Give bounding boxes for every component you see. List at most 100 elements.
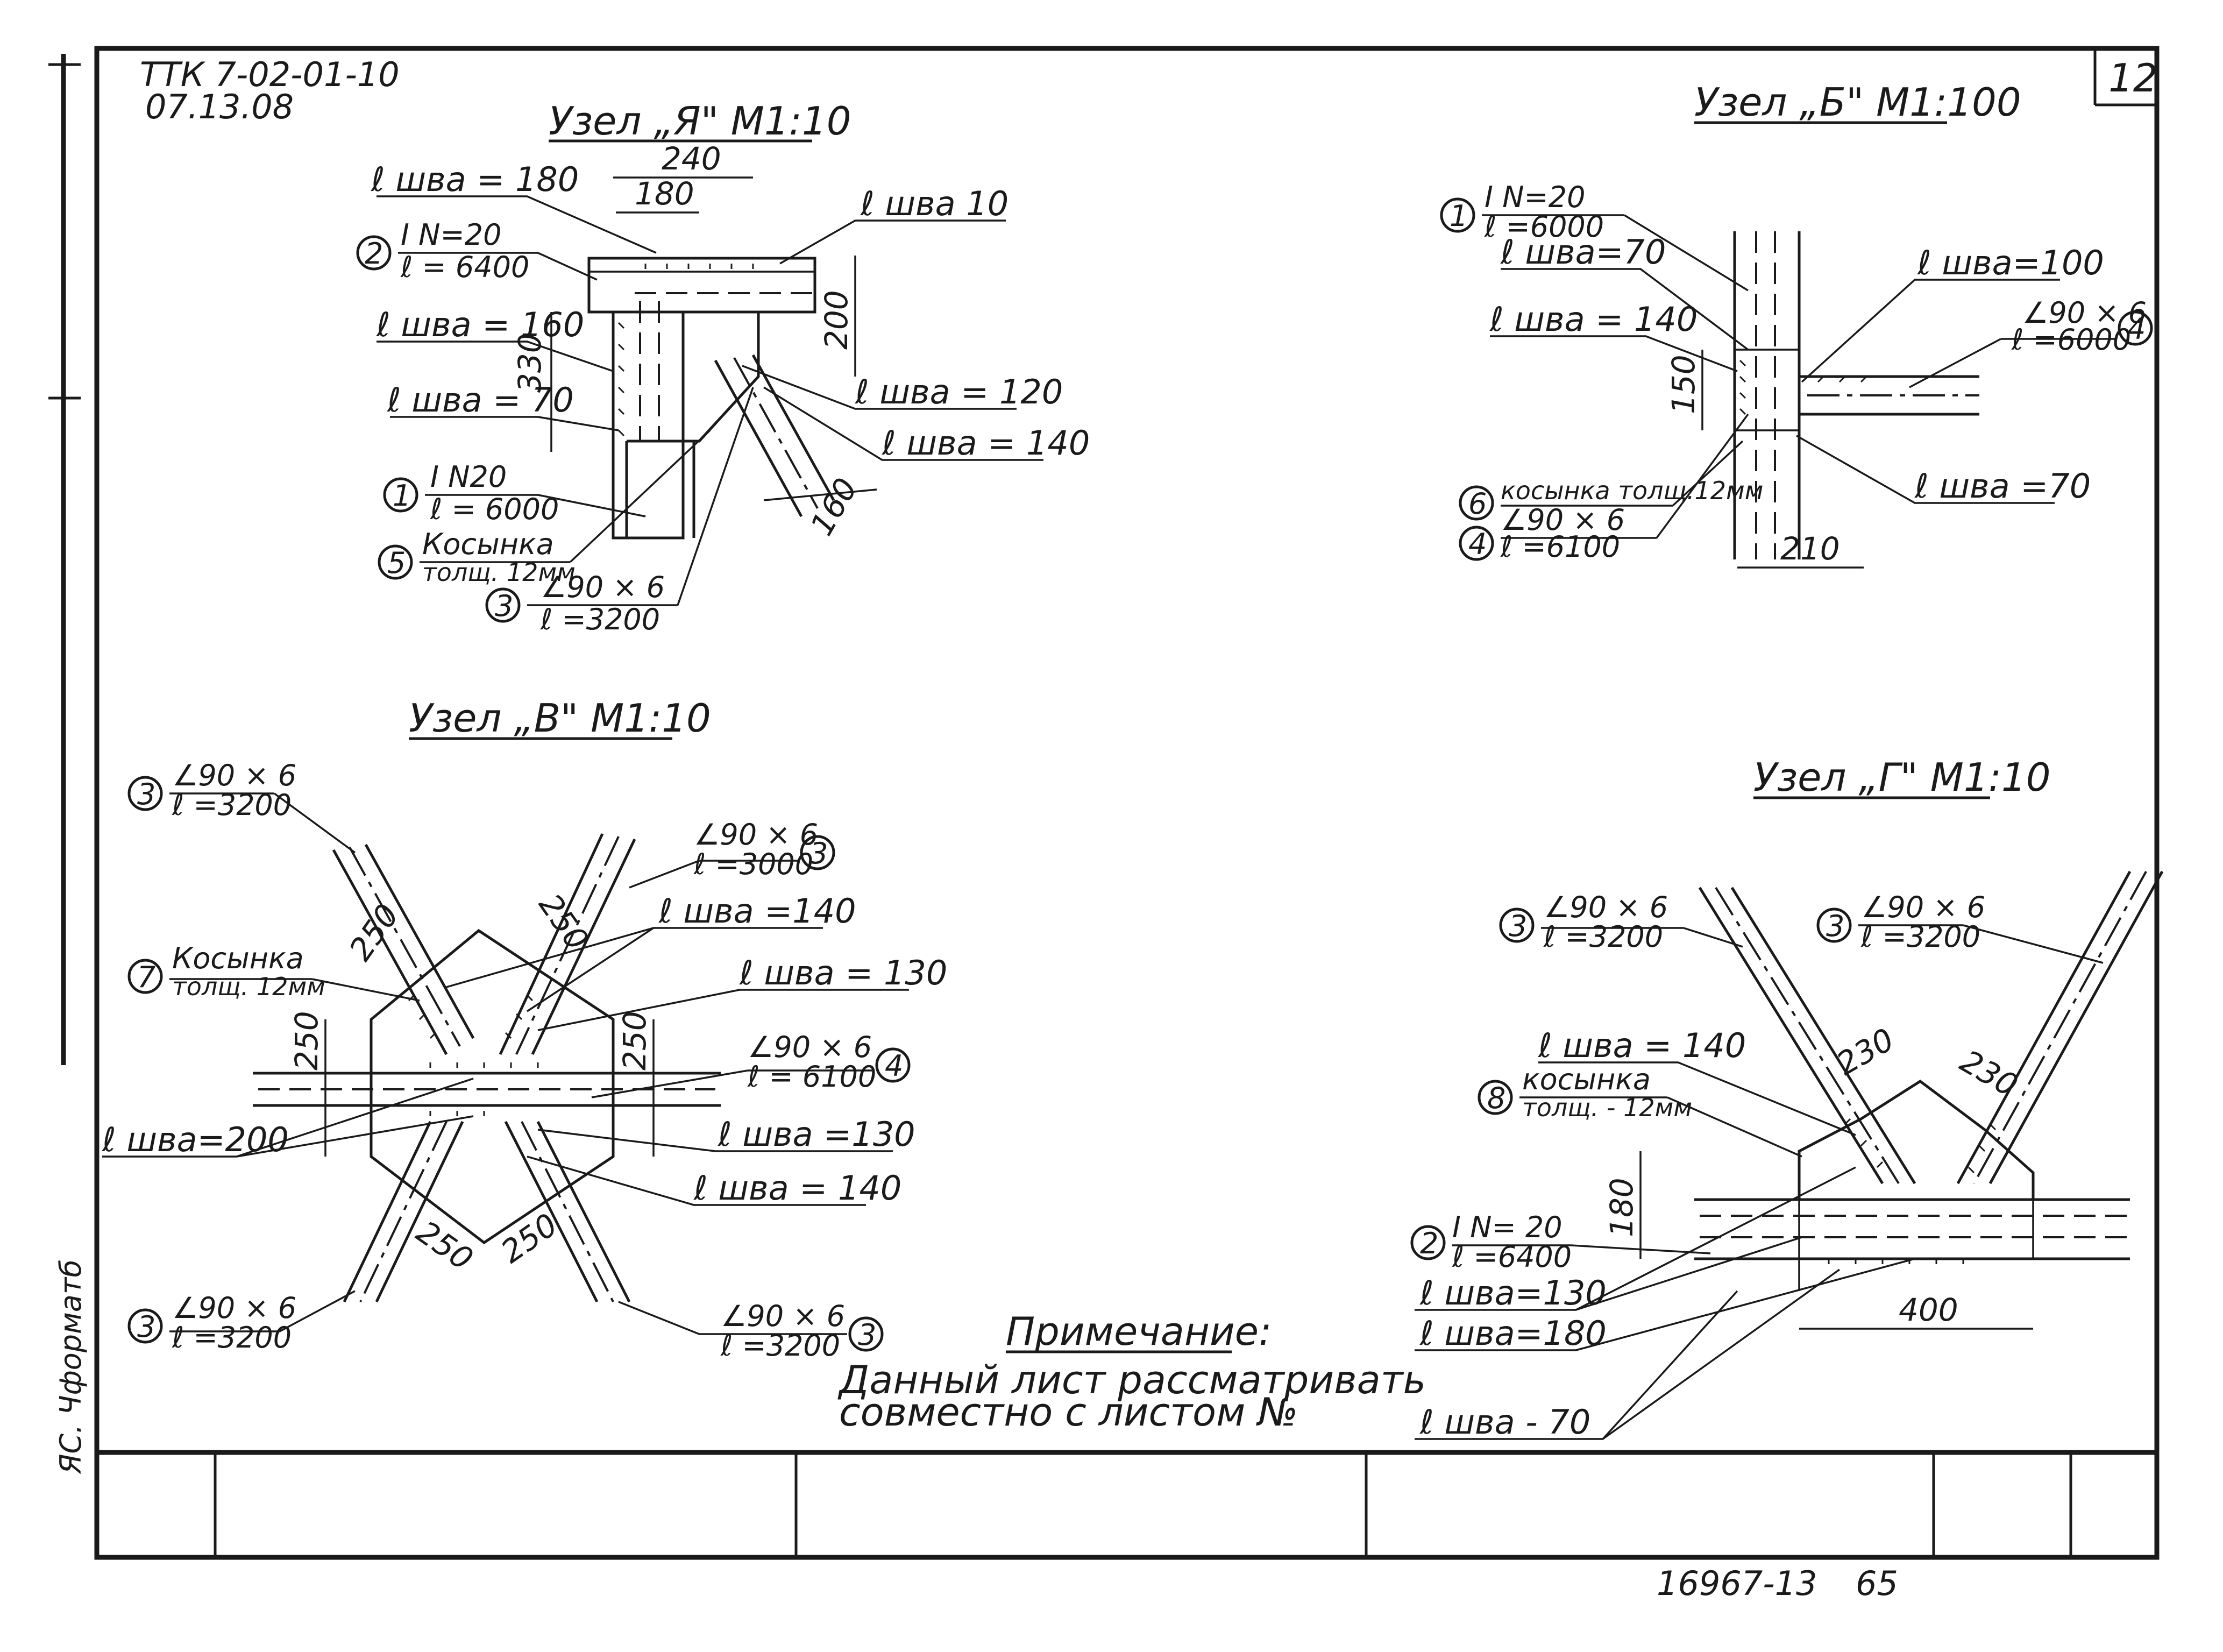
node-a-dim-180: 180	[635, 175, 694, 212]
node-g-pos3b-bot: ℓ =3200	[1860, 920, 1980, 954]
node-b-pos4b-marker	[1459, 526, 1494, 561]
node-g-dim-180: 180	[1603, 1178, 1640, 1237]
node-v-pos3c-num: 3	[137, 1310, 155, 1344]
node-v-pos7-bot: толщ. 12мм	[172, 972, 325, 1001]
node-g-pos8-bot: толщ. - 12мм	[1522, 1093, 1692, 1122]
node-b-pos4a-marker	[2118, 310, 2153, 346]
node-b-pos4a-bot: ℓ =6000	[2011, 323, 2131, 357]
node-a-pos1-num: 1	[393, 479, 411, 513]
node-g-pos2-top: I N= 20	[1452, 1210, 1563, 1244]
node-a-pos2-num: 2	[365, 237, 383, 271]
node-a-pos2-marker	[356, 235, 392, 271]
node-v-pos4-top: ∠90 × 6	[748, 1030, 872, 1064]
node-a-pos3-num: 3	[495, 589, 513, 623]
node-a-weld-180: ℓ шва = 180	[371, 160, 579, 199]
node-b-dim-210: 210	[1780, 530, 1840, 567]
node-b-pos4a-num: 4	[2127, 312, 2146, 346]
node-v-pos3c-top: ∠90 × 6	[172, 1291, 296, 1325]
node-v-weld-130a: ℓ шва = 130	[739, 953, 947, 992]
node-v-pos7-num: 7	[137, 960, 155, 994]
note-line2: совместно с листом №	[839, 1389, 1298, 1435]
node-b: Узел „Б" М1:100 150 210 1 I N=20 ℓ =6000	[1440, 80, 2153, 569]
node-v-pos3c-bot: ℓ =3200	[172, 1321, 292, 1355]
node-a-pos5-bot: толщ. 12мм	[422, 558, 576, 587]
node-g-weld-130: ℓ шва=130	[1419, 1273, 1607, 1313]
node-a-pos1-top: I N20	[430, 460, 507, 494]
node-b-dim-150: 150	[1665, 354, 1702, 414]
node-a-pos3-marker	[485, 587, 521, 623]
node-a-pos2-top: I N=20	[401, 218, 501, 252]
node-g-pos3b-marker	[1816, 907, 1852, 943]
node-a-weld-10: ℓ шва 10	[860, 184, 1008, 223]
note: Примечание: Данный лист рассматривать со…	[837, 1309, 1426, 1435]
side-stamp: ЯС. Чформатб	[54, 1259, 88, 1474]
node-g-pos8-top: косынка	[1522, 1062, 1651, 1096]
node-v-pos3b-marker	[800, 835, 835, 870]
node-b-weld-70b: ℓ шва =70	[1914, 466, 2091, 506]
node-a-pos2-bot: ℓ = 6400	[400, 250, 529, 284]
node-a-pos5-num: 5	[387, 546, 406, 580]
sheet-frame	[48, 46, 2160, 1560]
node-b-pos6-text: косынка толщ.12мм	[1501, 476, 1763, 505]
note-line1: Данный лист рассматривать	[837, 1357, 1426, 1402]
node-b-pos4b-bot: ℓ =6100	[1500, 530, 1620, 564]
node-v-weld-140a: ℓ шва =140	[658, 891, 856, 931]
node-b-weld-100: ℓ шва=100	[1917, 243, 2104, 282]
node-v-pos3a-bot: ℓ =3200	[172, 788, 292, 822]
node-a-pos3-top: ∠90 × 6	[541, 570, 665, 604]
node-b-title: Узел „Б" М1:100	[1694, 80, 2021, 125]
node-b-pos6-marker	[1459, 485, 1494, 521]
node-v-pos7-marker	[127, 959, 163, 994]
node-v-pos4-bot: ℓ = 6100	[747, 1060, 876, 1094]
node-b-pos6-num: 6	[1468, 487, 1487, 521]
node-b-pos1-marker	[1440, 197, 1475, 233]
node-g-pos3a-num: 3	[1509, 909, 1527, 943]
node-v-pos4-num: 4	[885, 1049, 903, 1083]
node-a-dim-160: 160	[803, 472, 864, 542]
node-v-pos3b-top: ∠90 × 6	[694, 818, 818, 852]
node-g-pos3a-top: ∠90 × 6	[1544, 890, 1668, 924]
node-g-pos8-marker	[1478, 1080, 1513, 1115]
node-g-pos2-marker	[1410, 1225, 1446, 1260]
node-a-weld-120: ℓ шва = 120	[855, 372, 1063, 412]
node-a-dim-240: 240	[662, 140, 721, 177]
node-v-pos3b-bot: ℓ =3000	[693, 847, 813, 881]
node-v-dim-250-d: 250	[616, 1011, 653, 1070]
node-v-weld-130b: ℓ шва =130	[718, 1115, 915, 1154]
node-v-weld-200: ℓ шва=200	[102, 1120, 289, 1159]
node-v-pos3d-marker	[848, 1316, 884, 1352]
node-g-dim-230-a: 230	[1830, 1021, 1900, 1082]
node-v: Узел „В" М1:10 250 250 2	[102, 696, 947, 1363]
node-v-pos3d-bot: ℓ =3200	[720, 1329, 840, 1363]
node-b-pos1-num: 1	[1450, 199, 1468, 233]
node-g-dim-230-b: 230	[1954, 1043, 2024, 1104]
node-g-weld-180: ℓ шва=180	[1419, 1314, 1607, 1353]
node-a-weld-70: ℓ шва = 70	[387, 380, 574, 420]
node-a-pos3-bot: ℓ =3200	[540, 602, 660, 636]
bottom-page: 65	[1856, 1564, 1898, 1603]
node-g-pos3b-top: ∠90 × 6	[1861, 890, 1985, 924]
node-v-pos3a-marker	[127, 776, 163, 811]
node-g-weld-140: ℓ шва = 140	[1538, 1026, 1746, 1065]
node-b-pos4b-num: 4	[1468, 527, 1487, 561]
node-a: Узел „Я" М1:10 240 180 200	[356, 98, 1090, 636]
node-a-weld-160: ℓ шва = 160	[376, 305, 584, 344]
node-g-title: Узел „Г" М1:10	[1753, 755, 2051, 800]
node-v-pos3c-marker	[127, 1308, 163, 1344]
node-v-pos7-top: Косынка	[172, 941, 304, 975]
node-g-pos3a-marker	[1499, 907, 1535, 943]
node-a-weld-140: ℓ шва = 140	[882, 423, 1090, 463]
node-b-weld-70a: ℓ шва=70	[1500, 232, 1666, 272]
node-a-pos1-marker	[383, 477, 418, 513]
node-a-pos5-marker	[378, 544, 413, 580]
node-g-weld-70: ℓ шва - 70	[1419, 1402, 1590, 1442]
sheet-number: 12	[2108, 55, 2158, 101]
node-v-pos3d-top: ∠90 × 6	[721, 1299, 845, 1333]
node-b-pos1-top: I N=20	[1485, 180, 1585, 214]
doc-code: ТТК 7-02-01-10	[140, 55, 400, 94]
node-a-dim-200: 200	[818, 290, 855, 350]
node-v-pos3b-num: 3	[809, 836, 828, 870]
node-v-pos3a-top: ∠90 × 6	[172, 758, 296, 792]
node-v-pos3a-num: 3	[137, 777, 155, 811]
